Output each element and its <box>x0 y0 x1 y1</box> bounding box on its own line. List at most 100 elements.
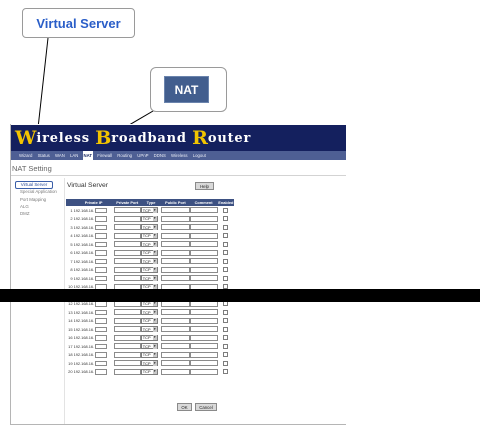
enabled-checkbox[interactable] <box>223 352 229 358</box>
type-select[interactable]: TCP▼ <box>140 224 158 231</box>
private-ip-input[interactable] <box>95 267 108 273</box>
comment-input[interactable] <box>189 368 218 375</box>
nav-item-firewall[interactable]: Firewall <box>97 153 113 158</box>
enabled-checkbox[interactable] <box>223 360 229 366</box>
public-port-input[interactable] <box>161 224 190 231</box>
private-ip-input[interactable] <box>95 318 108 324</box>
comment-input[interactable] <box>189 317 218 324</box>
type-select[interactable]: TCP▼ <box>140 275 158 282</box>
comment-input[interactable] <box>189 224 218 231</box>
comment-input[interactable] <box>189 207 218 214</box>
enabled-checkbox[interactable] <box>223 301 229 307</box>
private-port-input[interactable] <box>113 317 141 324</box>
private-port-input[interactable] <box>113 266 141 273</box>
enabled-checkbox[interactable] <box>223 326 229 332</box>
comment-input[interactable] <box>189 258 218 265</box>
comment-input[interactable] <box>189 215 218 222</box>
nav-item-ddns[interactable]: DDNS <box>153 153 166 158</box>
enabled-checkbox[interactable] <box>223 224 229 230</box>
type-select[interactable]: TCP▼ <box>140 207 158 214</box>
cancel-button[interactable]: Cancel <box>195 403 217 411</box>
private-ip-input[interactable] <box>95 360 108 366</box>
comment-input[interactable] <box>189 343 218 350</box>
public-port-input[interactable] <box>161 317 190 324</box>
private-ip-input[interactable] <box>95 326 108 332</box>
comment-input[interactable] <box>189 334 218 341</box>
type-select[interactable]: TCP▼ <box>140 241 158 248</box>
private-port-input[interactable] <box>113 334 141 341</box>
comment-input[interactable] <box>189 326 218 333</box>
private-ip-input[interactable] <box>95 369 108 375</box>
side-menu-item-virtual-server[interactable]: Virtual Server <box>15 181 53 189</box>
enabled-checkbox[interactable] <box>223 267 229 273</box>
nav-item-wizard[interactable]: Wizard <box>19 153 33 158</box>
private-port-input[interactable] <box>113 258 141 265</box>
private-port-input[interactable] <box>113 241 141 248</box>
private-port-input[interactable] <box>113 232 141 239</box>
enabled-checkbox[interactable] <box>223 309 229 315</box>
type-select[interactable]: TCP▼ <box>140 309 158 316</box>
public-port-input[interactable] <box>161 334 190 341</box>
enabled-checkbox[interactable] <box>223 284 229 290</box>
public-port-input[interactable] <box>161 258 190 265</box>
comment-input[interactable] <box>189 360 218 367</box>
side-menu-item-dmz[interactable]: DMZ <box>20 211 30 216</box>
side-menu-item-alg[interactable]: ALG <box>20 204 29 209</box>
type-select[interactable]: TCP▼ <box>140 334 158 341</box>
comment-input[interactable] <box>189 266 218 273</box>
private-ip-input[interactable] <box>95 216 108 222</box>
type-select[interactable]: TCP▼ <box>140 343 158 350</box>
private-port-input[interactable] <box>113 249 141 256</box>
private-ip-input[interactable] <box>95 241 108 247</box>
public-port-input[interactable] <box>161 351 190 358</box>
private-ip-input[interactable] <box>95 258 108 264</box>
public-port-input[interactable] <box>161 360 190 367</box>
type-select[interactable]: TCP▼ <box>140 368 158 375</box>
type-select[interactable]: TCP▼ <box>140 266 158 273</box>
nav-item-wireless[interactable]: Wireless <box>171 153 188 158</box>
private-ip-input[interactable] <box>95 352 108 358</box>
public-port-input[interactable] <box>161 368 190 375</box>
private-ip-input[interactable] <box>95 233 108 239</box>
enabled-checkbox[interactable] <box>223 275 229 281</box>
enabled-checkbox[interactable] <box>223 343 229 349</box>
enabled-checkbox[interactable] <box>223 207 229 213</box>
private-port-input[interactable] <box>113 215 141 222</box>
public-port-input[interactable] <box>161 326 190 333</box>
public-port-input[interactable] <box>161 207 190 214</box>
side-menu-item-special-application[interactable]: Special Application <box>20 189 57 194</box>
comment-input[interactable] <box>189 309 218 316</box>
private-port-input[interactable] <box>113 207 141 214</box>
public-port-input[interactable] <box>161 241 190 248</box>
enabled-checkbox[interactable] <box>223 258 229 264</box>
enabled-checkbox[interactable] <box>223 216 229 222</box>
public-port-input[interactable] <box>161 232 190 239</box>
type-select[interactable]: TCP▼ <box>140 258 158 265</box>
nav-item-lan[interactable]: LAN <box>70 153 79 158</box>
private-ip-input[interactable] <box>95 309 108 315</box>
private-ip-input[interactable] <box>95 275 108 281</box>
public-port-input[interactable] <box>161 215 190 222</box>
type-select[interactable]: TCP▼ <box>140 360 158 367</box>
type-select[interactable]: TCP▼ <box>140 232 158 239</box>
private-port-input[interactable] <box>113 275 141 282</box>
public-port-input[interactable] <box>161 266 190 273</box>
nav-item-routing[interactable]: Routing <box>117 153 133 158</box>
comment-input[interactable] <box>189 351 218 358</box>
comment-input[interactable] <box>189 275 218 282</box>
help-button[interactable]: Help <box>195 182 214 190</box>
enabled-checkbox[interactable] <box>223 241 229 247</box>
nav-item-upnp[interactable]: UPnP <box>137 153 149 158</box>
comment-input[interactable] <box>189 232 218 239</box>
side-menu-item-port-mapping[interactable]: Port Mapping <box>20 197 47 202</box>
nav-item-status[interactable]: Status <box>37 153 50 158</box>
comment-input[interactable] <box>189 241 218 248</box>
type-select[interactable]: TCP▼ <box>140 326 158 333</box>
private-port-input[interactable] <box>113 343 141 350</box>
enabled-checkbox[interactable] <box>223 250 229 256</box>
type-select[interactable]: TCP▼ <box>140 215 158 222</box>
private-port-input[interactable] <box>113 224 141 231</box>
private-ip-input[interactable] <box>95 335 108 341</box>
enabled-checkbox[interactable] <box>223 318 229 324</box>
private-ip-input[interactable] <box>95 343 108 349</box>
